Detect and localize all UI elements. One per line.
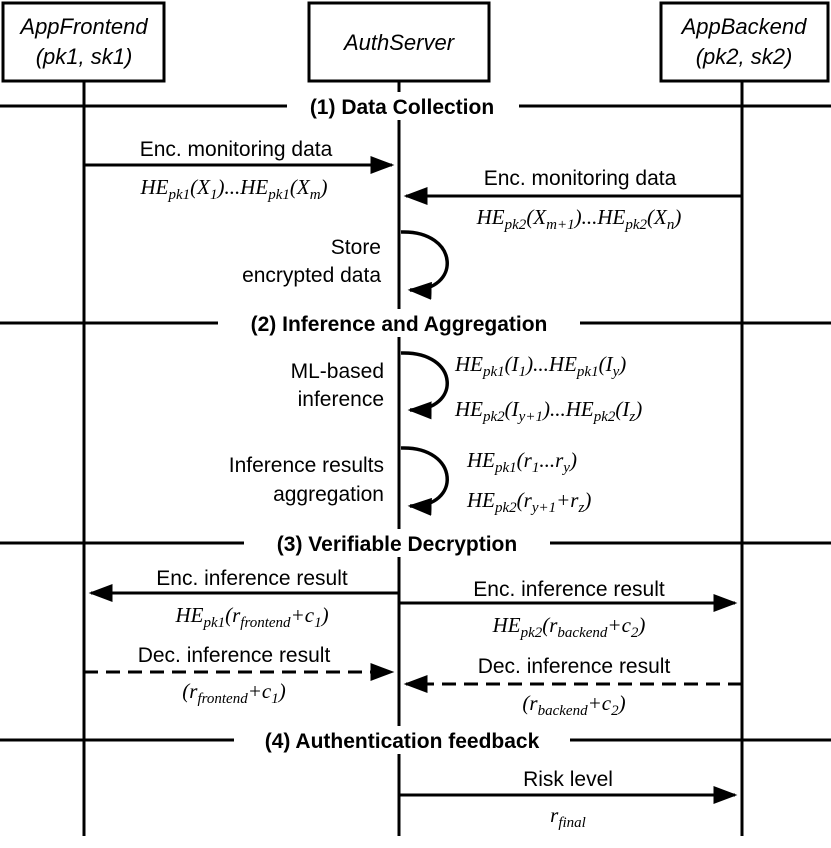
phase-separator-1: (1) Data Collection [0, 92, 831, 120]
message-label: Enc. inference result [473, 578, 665, 601]
participant-server: AuthServer [307, 1, 491, 83]
message-frontend-to-server-decrypted: Dec. inference result (rfrontend+c1) [84, 644, 395, 707]
formula-f4: HEpk2(Iy+1)...HEpk2(Iz) [454, 397, 642, 425]
phase-label-4: (4) Authentication feedback [265, 730, 540, 753]
self-loop-ml-inference: ML-based inference HEpk1(I1)...HEpk1(Iy)… [291, 351, 642, 425]
server-name: AuthServer [342, 30, 456, 55]
phase-separator-2: (2) Inference and Aggregation [0, 309, 831, 337]
message-backend-to-server-decrypted: Dec. inference result (rbackend+c2) [403, 655, 742, 719]
store-line2: encrypted data [242, 264, 381, 287]
message-frontend-to-server-monitoring: Enc. monitoring data HEpk1(X1)...HEpk1(X… [84, 138, 395, 203]
message-label: Enc. inference result [156, 567, 348, 590]
self-loop-store: Store encrypted data [242, 230, 449, 300]
ml-line1: ML-based [291, 360, 384, 383]
phase-separator-3: (3) Verifiable Decryption [0, 529, 831, 557]
agg-line2: aggregation [273, 483, 384, 506]
ml-line2: inference [298, 388, 384, 411]
formula-f1: HEpk1(X1)...HEpk1(Xm) [139, 175, 327, 203]
backend-name: AppBackend [680, 14, 808, 39]
formula-f10: (rbackend+c2) [522, 691, 625, 719]
phase-separator-4: (4) Authentication feedback [0, 726, 831, 754]
frontend-keys: (pk1, sk1) [36, 44, 133, 69]
participant-frontend: AppFrontend (pk1, sk1) [1, 1, 166, 83]
agg-line1: Inference results [229, 454, 384, 477]
message-label: Enc. monitoring data [484, 167, 677, 190]
message-server-to-backend-encrypted: Enc. inference result HEpk2(rbackend+c2) [399, 578, 738, 641]
frontend-name: AppFrontend [18, 14, 148, 39]
phase-label-3: (3) Verifiable Decryption [277, 533, 517, 556]
participant-backend: AppBackend (pk2, sk2) [659, 1, 830, 83]
store-line1: Store [331, 236, 381, 259]
message-label: Dec. inference result [478, 655, 671, 678]
message-label: Dec. inference result [138, 644, 331, 667]
message-label: Risk level [523, 768, 613, 791]
formula-f11: rfinal [550, 803, 586, 831]
backend-keys: (pk2, sk2) [696, 44, 793, 69]
formula-f8: HEpk2(rbackend+c2) [492, 613, 646, 641]
formula-f9: (rfrontend+c1) [182, 679, 285, 707]
phase-label-2: (2) Inference and Aggregation [251, 313, 548, 336]
formula-f6: HEpk2(ry+1+rz) [466, 488, 591, 516]
formula-f5: HEpk1(r1...ry) [466, 448, 577, 476]
phase-label-1: (1) Data Collection [310, 96, 494, 119]
formula-f3: HEpk1(I1)...HEpk1(Iy) [454, 352, 626, 380]
formula-f2: HEpk2(Xm+1)...HEpk2(Xn) [476, 205, 682, 233]
message-label: Enc. monitoring data [140, 138, 333, 161]
message-backend-to-server-monitoring: Enc. monitoring data HEpk2(Xm+1)...HEpk2… [403, 167, 742, 233]
message-server-to-backend-risk: Risk level rfinal [399, 768, 738, 831]
formula-f7: HEpk1(rfrontend+c1) [174, 603, 328, 631]
message-server-to-frontend-encrypted: Enc. inference result HEpk1(rfrontend+c1… [88, 567, 399, 631]
self-loop-aggregation: Inference results aggregation HEpk1(r1..… [229, 446, 591, 516]
